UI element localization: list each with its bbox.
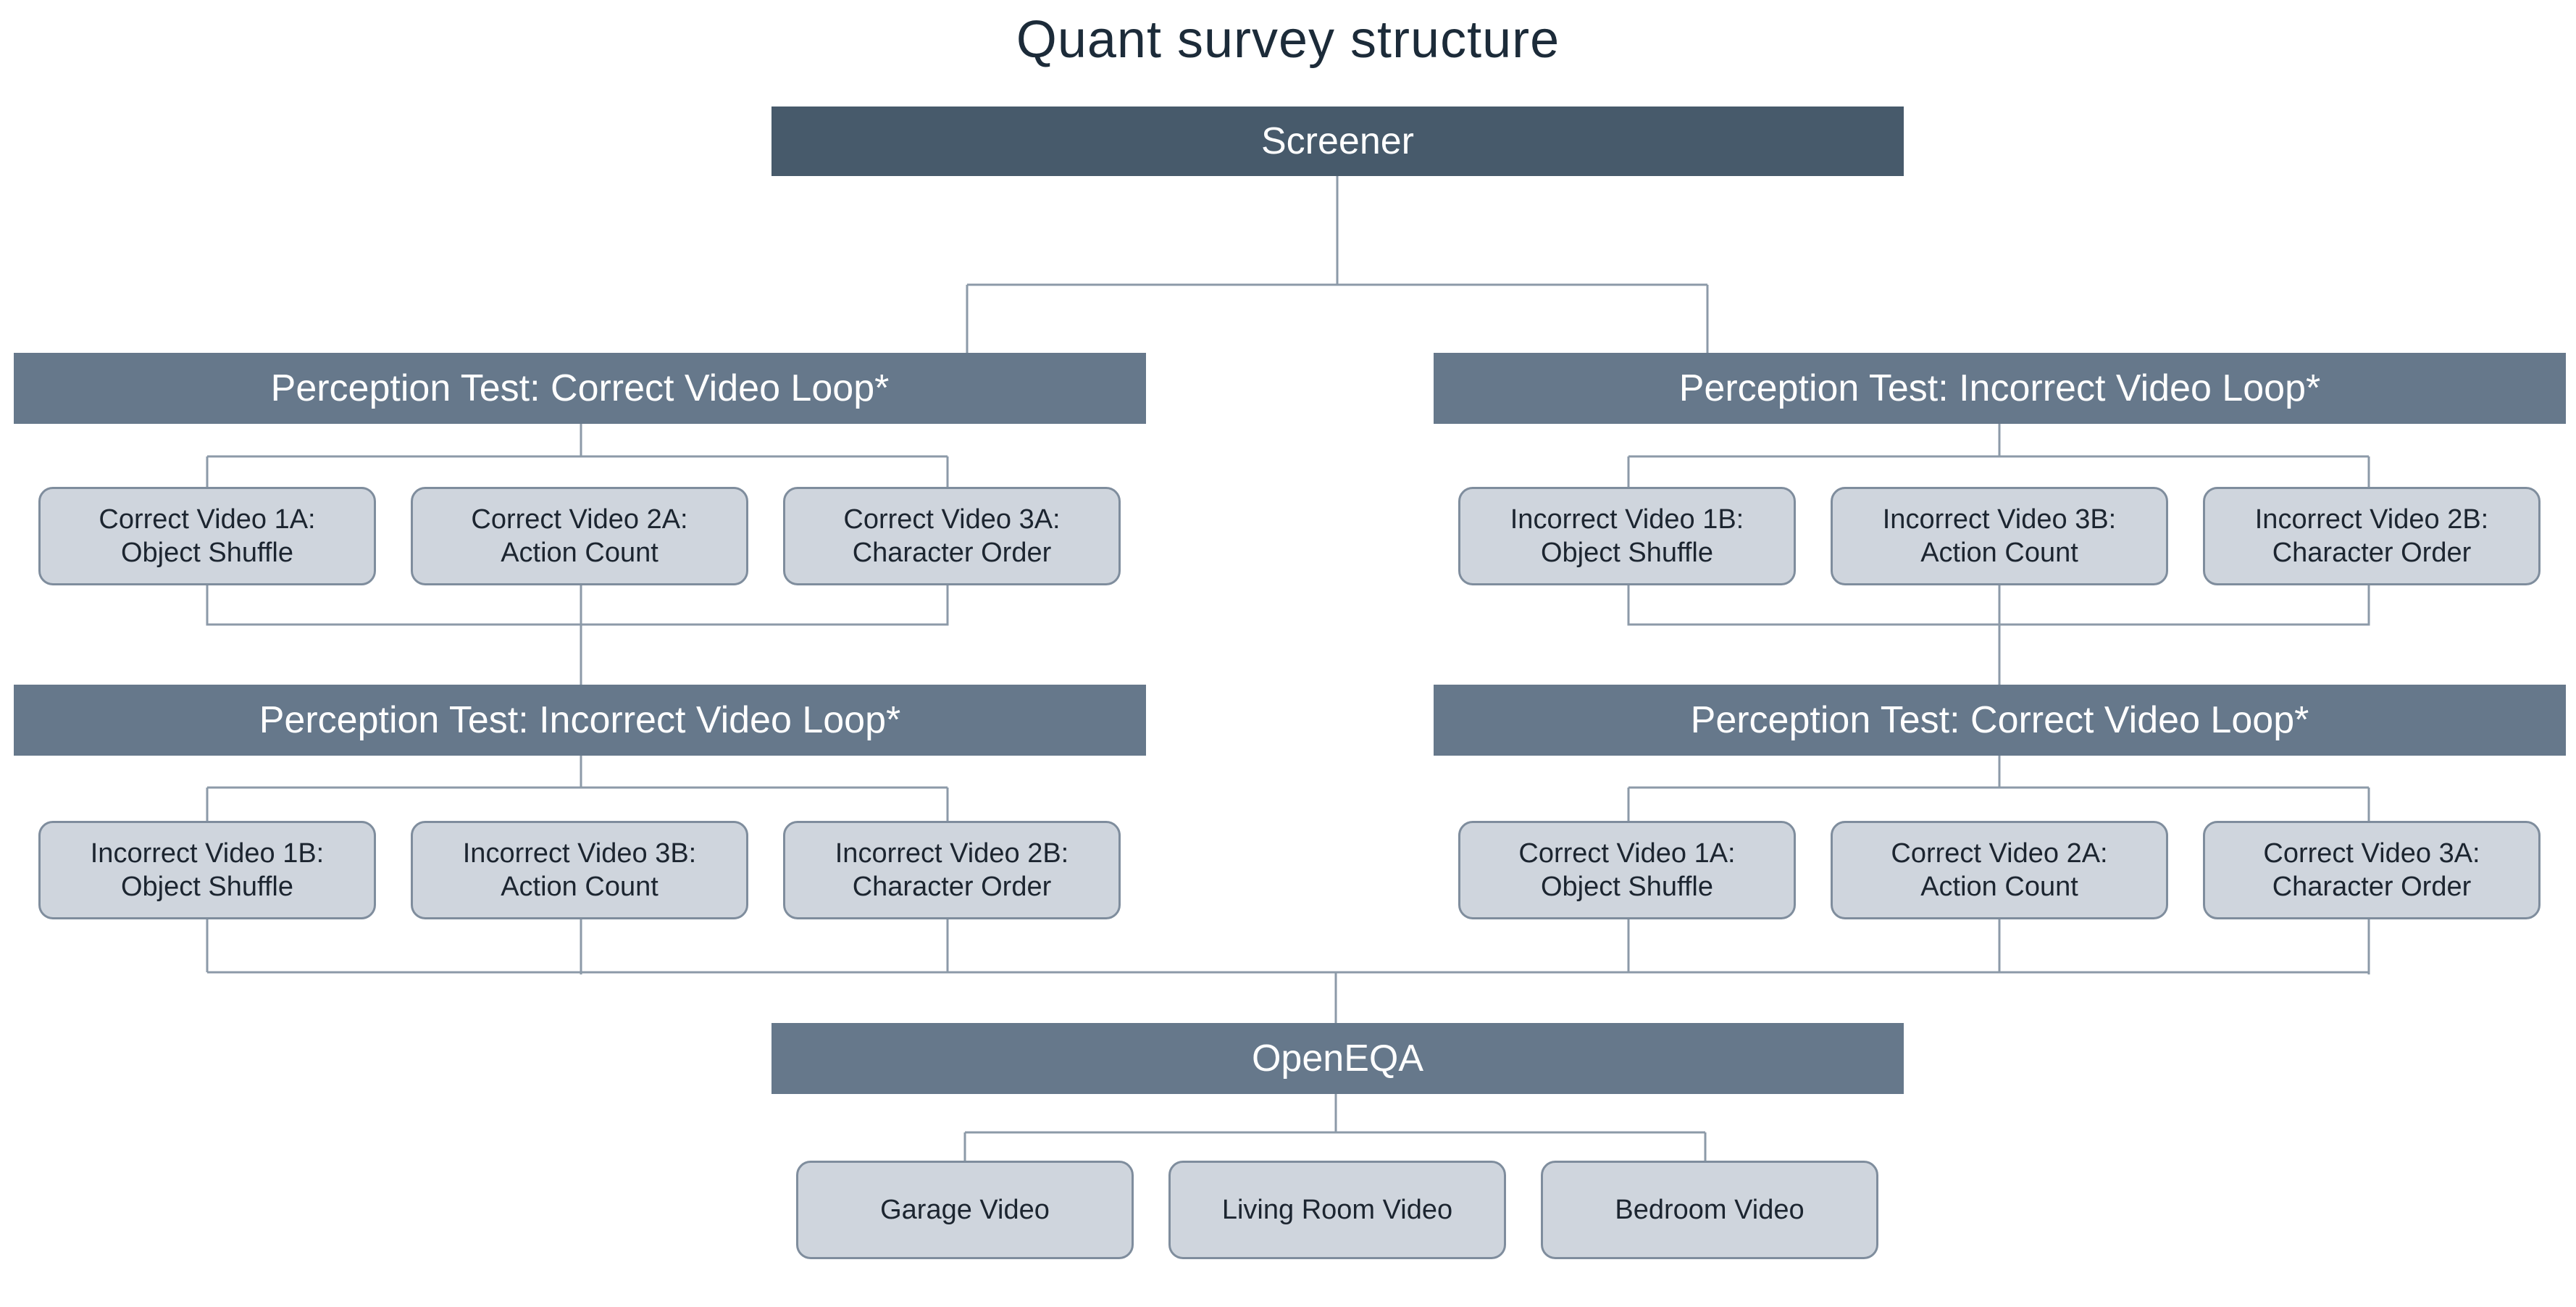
left-loop2-node-1: Incorrect Video 1B: Object Shuffle [38,821,376,919]
node-line2: Action Count [501,538,658,568]
right-loop2-node-3: Correct Video 3A: Character Order [2203,821,2541,919]
right-correct-loop-bar: Perception Test: Correct Video Loop* [1434,685,2566,756]
node-line1: Correct Video 1A: [1518,838,1736,869]
node-line2: Action Count [501,872,658,902]
left-loop1-node-2: Correct Video 2A: Action Count [411,487,748,585]
node-line1: Incorrect Video 1B: [1510,504,1744,535]
left-loop1-label: Perception Test: Correct Video Loop* [270,367,890,409]
node-label: Bedroom Video [1615,1195,1805,1225]
right-loop1-node-1: Incorrect Video 1B: Object Shuffle [1458,487,1796,585]
node-line2: Object Shuffle [1540,538,1713,568]
left-incorrect-loop-bar: Perception Test: Incorrect Video Loop* [14,685,1146,756]
left-loop2-label: Perception Test: Incorrect Video Loop* [259,699,901,741]
node-line1: Incorrect Video 1B: [90,838,325,869]
node-line1: Correct Video 3A: [2263,838,2480,869]
node-line1: Correct Video 2A: [471,504,688,535]
node-label: Garage Video [880,1195,1050,1225]
screener-label: Screener [1261,120,1414,162]
right-loop2-node-1: Correct Video 1A: Object Shuffle [1458,821,1796,919]
left-loop1-node-3: Correct Video 3A: Character Order [783,487,1121,585]
openeqa-node-living-room: Living Room Video [1168,1161,1506,1259]
diagram-title: Quant survey structure [1016,11,1560,69]
openeqa-node-garage: Garage Video [796,1161,1134,1259]
node-line2: Character Order [2272,872,2472,902]
right-loop1-node-2: Incorrect Video 3B: Action Count [1831,487,2168,585]
node-line2: Object Shuffle [120,872,293,902]
node-label: Living Room Video [1221,1195,1453,1225]
node-line2: Object Shuffle [120,538,293,568]
screener-bar: Screener [771,107,1904,176]
left-loop2-node-3: Incorrect Video 2B: Character Order [783,821,1121,919]
node-line2: Character Order [852,538,1052,568]
node-line2: Action Count [1920,538,2078,568]
right-loop2-label: Perception Test: Correct Video Loop* [1690,699,2309,741]
left-loop1-node-1: Correct Video 1A: Object Shuffle [38,487,376,585]
node-line2: Character Order [2272,538,2472,568]
openeqa-label: OpenEQA [1251,1037,1424,1080]
openeqa-bar: OpenEQA [771,1023,1904,1094]
node-line1: Correct Video 3A: [843,504,1061,535]
openeqa-node-bedroom: Bedroom Video [1541,1161,1878,1259]
node-line2: Character Order [852,872,1052,902]
node-line1: Incorrect Video 2B: [2254,504,2489,535]
right-loop1-node-3: Incorrect Video 2B: Character Order [2203,487,2541,585]
node-line1: Incorrect Video 2B: [835,838,1069,869]
right-loop2-node-2: Correct Video 2A: Action Count [1831,821,2168,919]
node-line1: Incorrect Video 3B: [462,838,697,869]
node-line1: Correct Video 1A: [99,504,316,535]
node-line1: Incorrect Video 3B: [1882,504,2117,535]
node-line1: Correct Video 2A: [1891,838,2108,869]
node-line2: Action Count [1920,872,2078,902]
left-loop2-node-2: Incorrect Video 3B: Action Count [411,821,748,919]
right-incorrect-loop-bar: Perception Test: Incorrect Video Loop* [1434,353,2566,424]
node-line2: Object Shuffle [1540,872,1713,902]
right-loop1-label: Perception Test: Incorrect Video Loop* [1678,367,2321,409]
left-correct-loop-bar: Perception Test: Correct Video Loop* [14,353,1146,424]
